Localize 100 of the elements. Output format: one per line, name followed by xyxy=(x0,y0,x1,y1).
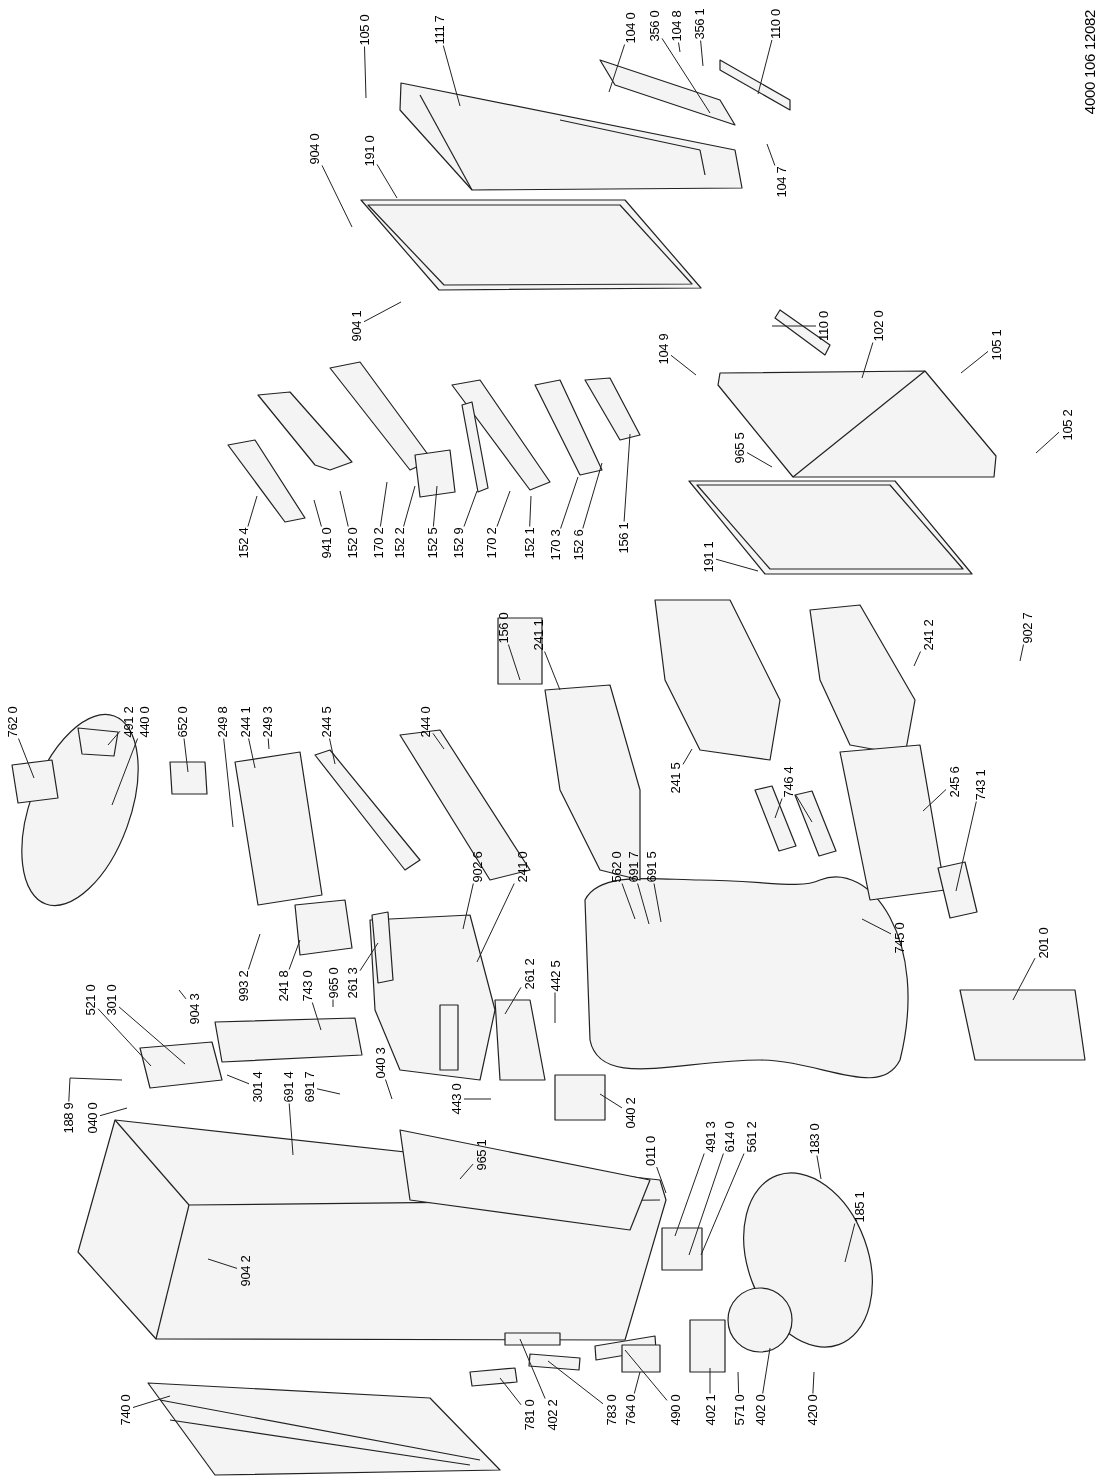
leader-line xyxy=(774,798,783,819)
callout-number: 965 1 xyxy=(474,1139,488,1171)
callout-number: 614 0 xyxy=(722,1121,736,1153)
leader-line xyxy=(68,1077,123,1102)
callout-number: 904 1 xyxy=(349,310,363,342)
callout-number: 743 1 xyxy=(973,769,987,801)
leader-line xyxy=(463,1098,492,1100)
callout-number: 105 1 xyxy=(989,329,1003,361)
callout-number: 743 0 xyxy=(300,970,314,1002)
callout-number: 740 0 xyxy=(118,1394,132,1426)
callout-number: 244 1 xyxy=(238,706,252,738)
leader-line xyxy=(462,883,474,930)
leader-line xyxy=(529,495,532,527)
leader-line xyxy=(653,883,662,923)
leader-line xyxy=(247,495,258,527)
callout-number: 904 2 xyxy=(238,1255,252,1287)
callout-number: 902 6 xyxy=(470,851,484,883)
callout-number: 490 0 xyxy=(668,1394,682,1426)
leader-line xyxy=(463,490,478,527)
callout-number: 188 9 xyxy=(61,1102,75,1134)
leader-line xyxy=(637,883,650,925)
callout-number: 491 3 xyxy=(703,1121,717,1153)
leader-line xyxy=(364,46,367,99)
callout-number: 241 0 xyxy=(515,851,529,883)
callout-number: 904 0 xyxy=(307,133,321,165)
callout-number: 191 1 xyxy=(701,541,715,573)
leader-line xyxy=(682,748,693,765)
leader-line xyxy=(267,738,270,750)
leader-line xyxy=(288,939,301,970)
leader-line xyxy=(459,1163,474,1180)
callout-number: 040 2 xyxy=(623,1097,637,1129)
callout-number: 356 1 xyxy=(692,8,706,40)
callout-number: 152 5 xyxy=(425,527,439,559)
callout-number: 241 5 xyxy=(668,762,682,794)
callout-number: 111 7 xyxy=(432,15,447,45)
leader-line xyxy=(313,499,322,527)
leader-line xyxy=(816,1155,822,1180)
leader-line xyxy=(18,738,35,779)
callout-number: 781 0 xyxy=(522,1399,536,1431)
leader-line xyxy=(623,433,631,522)
leader-line xyxy=(547,1360,604,1405)
leader-line xyxy=(656,1166,667,1194)
leader-line xyxy=(621,883,636,920)
callout-number: 105 2 xyxy=(1060,409,1074,441)
callout-number: 102 0 xyxy=(871,310,885,342)
leader-line xyxy=(99,1107,128,1117)
leader-line xyxy=(766,143,776,166)
callout-number: 521 0 xyxy=(83,984,97,1016)
leader-line xyxy=(499,1377,522,1406)
leader-line xyxy=(861,918,892,935)
leader-line xyxy=(674,1153,705,1237)
leader-line xyxy=(771,325,817,327)
leader-line xyxy=(111,738,139,806)
leader-line xyxy=(960,350,989,374)
document-number: 4000 106 12082 xyxy=(1083,9,1098,115)
callout-number: 261 3 xyxy=(345,967,359,999)
leader-line xyxy=(955,801,977,892)
callout-number: 241 2 xyxy=(921,619,935,651)
callout-number: 301 0 xyxy=(104,984,118,1016)
leader-line xyxy=(311,1002,322,1031)
leader-line xyxy=(661,37,711,114)
leader-line xyxy=(560,476,579,529)
leader-line xyxy=(913,651,921,667)
callout-number: 941 0 xyxy=(319,527,333,559)
leader-line xyxy=(737,1371,740,1394)
leader-line xyxy=(670,354,697,376)
callout-number: 183 0 xyxy=(807,1123,821,1155)
callout-number: 105 0 xyxy=(357,14,371,46)
leader-line xyxy=(339,490,349,527)
callout-number: 110 0 xyxy=(769,8,784,40)
leader-line xyxy=(700,1153,745,1256)
leader-line xyxy=(248,738,256,769)
leader-line xyxy=(709,1367,711,1394)
leader-line xyxy=(688,1153,724,1256)
callout-number: 571 0 xyxy=(732,1394,746,1426)
callout-number: 562 0 xyxy=(609,851,623,883)
leader-line xyxy=(385,1079,393,1100)
leader-line xyxy=(432,732,445,750)
callout-number: 904 3 xyxy=(187,993,201,1025)
callout-number: 442 5 xyxy=(548,960,562,992)
callout-number: 152 9 xyxy=(451,527,465,559)
leader-line xyxy=(762,1347,771,1394)
leader-line xyxy=(700,40,704,67)
leader-line xyxy=(544,651,561,691)
leader-line xyxy=(359,942,379,972)
leader-line xyxy=(746,452,773,468)
leader-line xyxy=(376,163,398,199)
callout-number: 241 8 xyxy=(276,970,290,1002)
callout-number: 249 3 xyxy=(260,706,274,738)
callout-number: 902 7 xyxy=(1020,612,1034,644)
callout-number: 152 0 xyxy=(345,527,359,559)
leader-line xyxy=(223,738,234,828)
leader-line xyxy=(599,1093,623,1109)
callout-number: 440 0 xyxy=(137,706,151,738)
leader-line xyxy=(432,485,438,527)
callout-number: 170 3 xyxy=(548,529,562,561)
callout-number: 965 0 xyxy=(326,967,340,999)
callout-number: 241 1 xyxy=(531,619,545,651)
callout-number: 691 5 xyxy=(644,851,658,883)
callout-number: 191 0 xyxy=(362,135,376,167)
